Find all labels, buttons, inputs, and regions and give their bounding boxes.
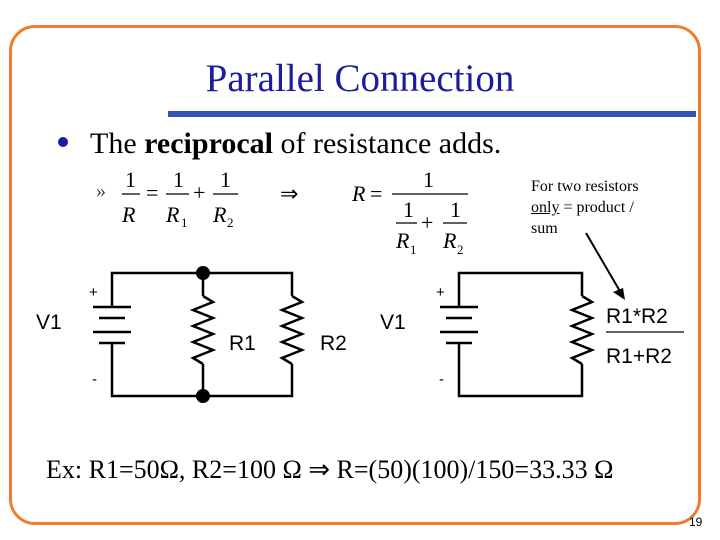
note-line1: For two resistors [531, 178, 639, 195]
left-circuit [93, 271, 306, 398]
eq2-R: R [351, 181, 366, 206]
note-pointer-arrow [585, 232, 625, 300]
left-plus-label: + [89, 284, 98, 301]
right-circuit-labels: V1 + - R1*R2 R1+R2 [380, 284, 672, 388]
left-minus-label: - [92, 371, 97, 388]
eq2-inner-num-1: 1 [403, 197, 414, 222]
eq2-equals: = [370, 181, 382, 206]
right-circuit [440, 271, 596, 398]
right-plus-label: + [436, 284, 445, 301]
eq2-inner-R1: R [395, 228, 410, 253]
equation-reciprocal-sum: 1 R = 1 R 1 + 1 R 2 [121, 167, 238, 230]
eq2-inner-R1-sub: 1 [410, 242, 417, 257]
eq1-num-2: 1 [173, 167, 184, 192]
left-junction-top [196, 266, 210, 280]
eq1-num-1: 1 [125, 167, 136, 192]
bullet-dot [58, 137, 68, 147]
two-resistor-note: For two resistors only = product / sum [531, 176, 701, 239]
note-underlined: only [531, 199, 560, 216]
equivalent-denominator: R1+R2 [606, 345, 672, 368]
example-calculation: Ex: R1=50Ω, R2=100 Ω ⇒ R=(50)(100)/150=3… [46, 455, 614, 484]
slide-frame [9, 25, 701, 525]
bullet-suffix: of resistance adds. [273, 127, 502, 160]
eq2-num-1: 1 [423, 167, 434, 192]
eq2-inner-R2-sub: 2 [457, 242, 464, 257]
bullet-prefix: The [90, 127, 145, 160]
r2-label: R2 [320, 332, 347, 355]
right-minus-label: - [439, 371, 444, 388]
bullet-bold: reciprocal [144, 127, 273, 160]
left-circuit-labels: V1 + - R1 R2 [36, 284, 347, 388]
eq1-den-R1-sub: 1 [181, 215, 188, 230]
note-line3: sum [531, 220, 558, 237]
eq2-plus: + [421, 210, 433, 235]
resistor-r2-zigzag [278, 294, 306, 366]
equivalent-numerator: R1*R2 [606, 305, 668, 328]
left-source-label: V1 [36, 311, 62, 334]
eq1-equals: = [146, 180, 158, 205]
implies-arrow: ⇒ [280, 181, 298, 206]
eq1-den-R2: R [212, 202, 227, 227]
eq1-den-R2-sub: 2 [227, 215, 234, 230]
eq1-plus: + [193, 180, 205, 205]
left-junction-bottom [196, 389, 210, 403]
slide-title: Parallel Connection [205, 57, 515, 100]
note-line2: = product / [559, 199, 634, 216]
eq1-den-R1: R [165, 202, 180, 227]
title-underline [168, 111, 696, 117]
page-number: 19 [689, 515, 703, 529]
equation-equivalent-resistance: R = 1 1 R 1 + 1 R 2 [351, 167, 468, 257]
resistor-equivalent-zigzag [568, 294, 596, 366]
eq2-inner-num-2: 1 [450, 197, 461, 222]
sub-bullet-marker: » [96, 180, 106, 202]
eq1-num-3: 1 [220, 167, 231, 192]
right-source-label: V1 [380, 311, 406, 334]
eq1-den-R: R [121, 202, 136, 227]
eq2-inner-R2: R [442, 228, 457, 253]
bullet-text: The reciprocal of resistance adds. [90, 126, 501, 162]
resistor-r1-zigzag [189, 294, 217, 366]
r1-label: R1 [229, 332, 256, 355]
